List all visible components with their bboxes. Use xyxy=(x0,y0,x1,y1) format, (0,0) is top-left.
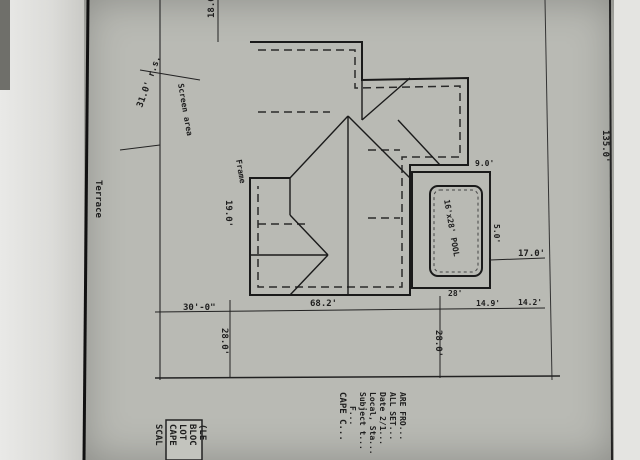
dim-front-right-a: 14.9' xyxy=(476,299,500,308)
note-heading: CAPE C... xyxy=(337,392,347,441)
note-line2: Subject t... xyxy=(358,392,368,450)
tb-line1: (LE xyxy=(197,424,207,440)
label-pool: 16'x28' POOL xyxy=(442,199,461,258)
tb-line5: SCAL xyxy=(153,424,163,446)
dim-lot-side-right: 135.0' xyxy=(600,130,610,163)
dim-pool-side: 17.0' xyxy=(518,249,545,259)
lot-right-line xyxy=(544,0,553,381)
tb-line3: LOT xyxy=(177,424,187,441)
dim-pool-top: 9.0' xyxy=(475,159,494,168)
label-screen-area: Screen area xyxy=(176,83,194,137)
table-edge xyxy=(0,0,10,90)
dim-pool-offset: 28' xyxy=(448,289,462,298)
title-block-frame xyxy=(165,419,203,460)
notes-block: CAPE C... F... Subject t... Local, Sta..… xyxy=(337,392,407,455)
dim-front-house: 68.2' xyxy=(310,299,337,309)
note-line6: ARE FRO... xyxy=(398,392,407,440)
label-street: Terrace xyxy=(93,180,103,219)
roof-lines xyxy=(250,77,441,296)
title-block: (LE BLOC LOT CAPE SCAL xyxy=(153,424,207,446)
note-line1: F... xyxy=(348,406,357,425)
sheet-left-border xyxy=(82,0,90,460)
lot-rear-line xyxy=(154,375,561,379)
pool-outline xyxy=(429,185,483,277)
dim-pool-gap: 5.0' xyxy=(492,224,501,243)
label-frame: Frame xyxy=(234,159,247,184)
dim-top-setback: 18.0' xyxy=(207,0,217,18)
house-outline xyxy=(249,41,469,296)
dim-front-left: 30'-0" xyxy=(183,303,216,313)
dimension-lines xyxy=(119,0,546,378)
dim-front-right-b: 14.2' xyxy=(518,298,542,307)
tb-line4: CAPE xyxy=(167,424,177,446)
left-paper-margin xyxy=(0,0,86,460)
dim-rear-right: 28.0' xyxy=(433,330,443,357)
house-interior-dashes xyxy=(257,49,461,288)
note-line4: Date 2/1... xyxy=(378,392,387,445)
tb-line2: BLOC xyxy=(187,424,197,446)
dim-side-left: 31.0' r.s. xyxy=(135,55,163,109)
note-line5: ALL SET... xyxy=(388,392,397,440)
note-line3: Local, Sta... xyxy=(368,392,377,455)
survey-sheet xyxy=(84,0,614,460)
dim-rear-left: 28.0' xyxy=(219,328,229,355)
dim-house-depth: 19.0' xyxy=(223,200,233,227)
sheet-right-border xyxy=(609,0,613,460)
right-paper-margin xyxy=(614,0,640,460)
